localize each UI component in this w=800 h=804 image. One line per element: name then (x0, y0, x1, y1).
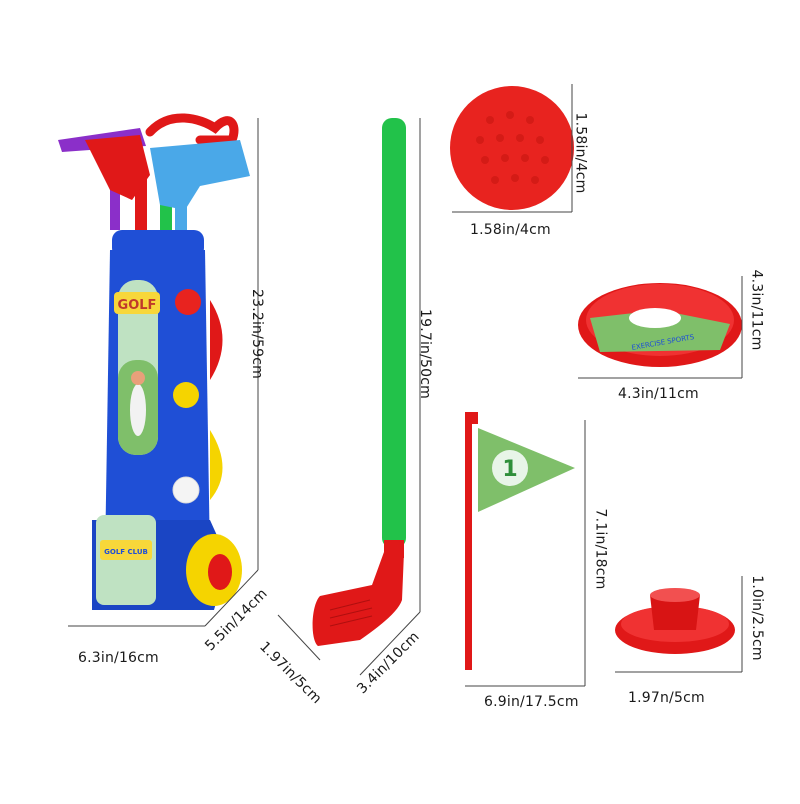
cup-width-label: 4.3in/11cm (618, 386, 699, 402)
bag-width-label: 6.3in/16cm (78, 650, 159, 666)
cup-dimension-lines (578, 276, 743, 379)
bag-logo-text: GOLF (118, 298, 157, 313)
ball-width-label: 1.58in/4cm (470, 222, 551, 238)
bag-clubs (58, 128, 250, 240)
bag-sub-label: GOLF CLUB (104, 548, 148, 556)
tee-height-label: 1.0in/2.5cm (748, 575, 765, 661)
cup-height-label: 4.3in/11cm (748, 269, 765, 351)
flag-dimension-lines (465, 420, 586, 687)
ball-height-label: 1.58in/4cm (572, 112, 589, 194)
golf-ball (450, 86, 574, 210)
tee-width-label: 1.97n/5cm (628, 690, 705, 706)
golf-flag: 1 (465, 412, 575, 670)
flag-width-label: 6.9in/17.5cm (484, 694, 579, 710)
golf-club (312, 118, 406, 646)
ball-dimension-lines (452, 84, 573, 213)
club-length-label: 19.7in/50cm (417, 308, 434, 400)
bag-handle (145, 113, 239, 145)
golf-bag: GOLF GOLF CLUB (58, 113, 250, 610)
bag-height-label: 23.2in/59cm (249, 288, 266, 380)
flag-number: 1 (502, 457, 517, 482)
bag-dimension-lines (68, 118, 259, 627)
golf-tee (615, 588, 735, 654)
club-dimension-lines (277, 118, 421, 676)
hole-cup: EXERCISE SPORTS (578, 283, 742, 367)
tee-dimension-lines (615, 576, 743, 673)
flag-height-label: 7.1in/18cm (592, 508, 609, 590)
